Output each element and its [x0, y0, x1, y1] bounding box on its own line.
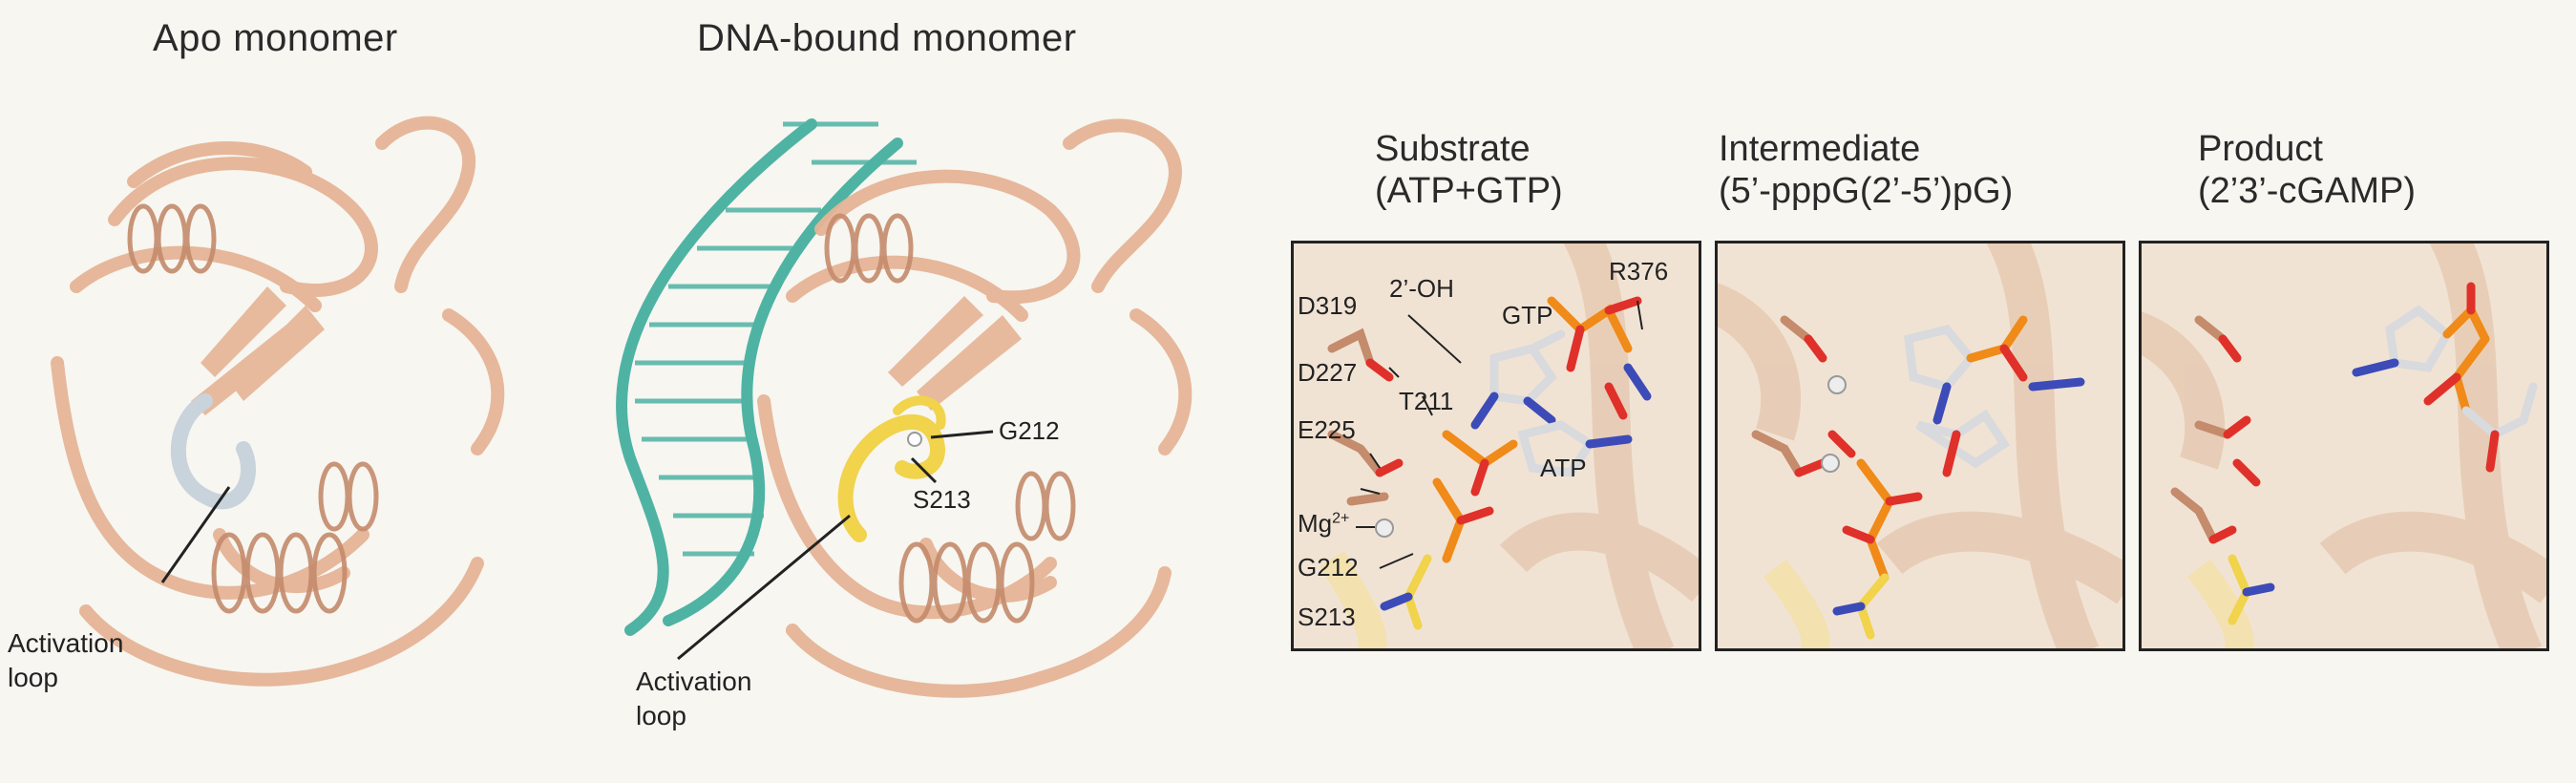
- apo-monomer-structure: [51, 116, 505, 687]
- substrate-r376-label: R376: [1609, 257, 1669, 286]
- substrate-d319-label: D319: [1298, 291, 1358, 320]
- product-active-site: [2142, 243, 2546, 648]
- apo-activation-loop-label: Activation loop: [8, 628, 124, 692]
- dna-bound-title: DNA-bound monomer: [697, 17, 1077, 59]
- intermediate-panel: [1715, 241, 2125, 651]
- substrate-panel: D319 2’-OH GTP R376 D227 T211 E225 ATP M…: [1291, 241, 1701, 651]
- substrate-s213-label: S213: [1298, 603, 1356, 631]
- dna-activation-loop-label: Activation loop: [636, 667, 752, 730]
- substrate-t211-label: T211: [1399, 387, 1454, 415]
- substrate-d227-label: D227: [1298, 358, 1358, 387]
- product-panel-title: Product (2’3’-cGAMP): [2198, 129, 2417, 211]
- substrate-2oh-label: 2’-OH: [1389, 274, 1454, 303]
- substrate-active-site: [1320, 243, 1699, 648]
- substrate-panel-title: Substrate (ATP+GTP): [1375, 129, 1563, 211]
- dna-bound-monomer-structure: [616, 118, 1193, 698]
- substrate-g212-label: G212: [1298, 553, 1359, 582]
- substrate-gtp-label: GTP: [1502, 301, 1553, 329]
- dna-g212-label: G212: [999, 416, 1060, 445]
- dna-s213-label: S213: [913, 485, 971, 514]
- substrate-mg-label: Mg2+: [1298, 509, 1350, 538]
- substrate-e225-label: E225: [1298, 415, 1356, 444]
- intermediate-active-site: [1718, 243, 2122, 648]
- substrate-atp-label: ATP: [1540, 454, 1587, 482]
- product-panel: [2139, 241, 2549, 651]
- apo-title: Apo monomer: [153, 17, 398, 59]
- intermediate-panel-title: Intermediate (5’-pppG(2’-5’)pG): [1719, 129, 2014, 211]
